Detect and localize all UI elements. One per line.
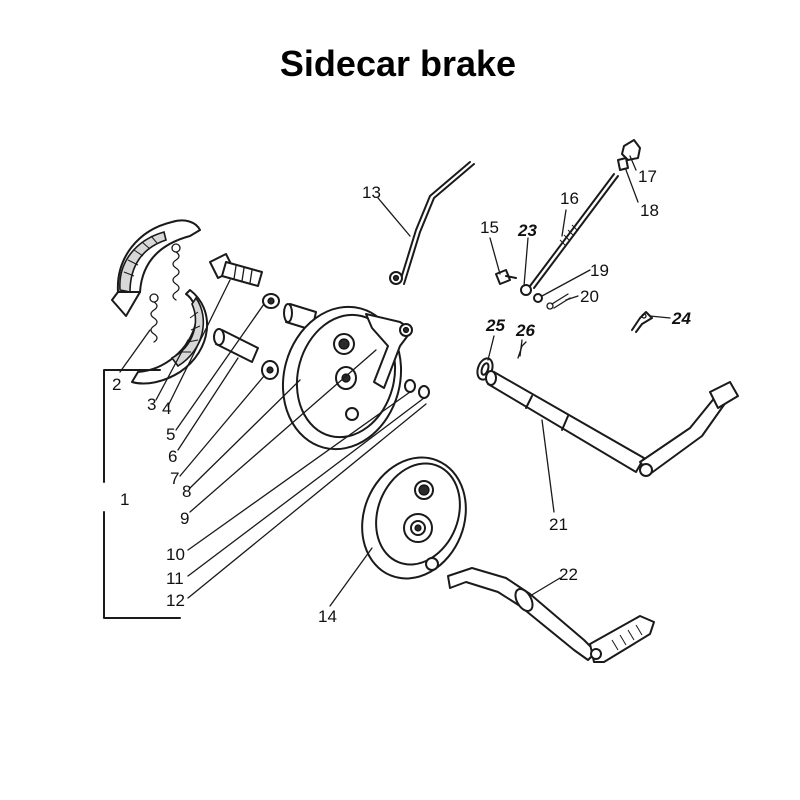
rod-end-18: [617, 157, 629, 171]
callout-7: 7: [170, 469, 179, 488]
return-spring-lower: [149, 293, 159, 343]
callout-9: 9: [180, 509, 189, 528]
callout-15: 15: [480, 218, 499, 237]
washer-19: [533, 293, 543, 303]
nut-11: [418, 385, 430, 399]
callout-2: 2: [112, 375, 121, 394]
callout-8: 8: [182, 482, 191, 501]
callout-labels: 1 2 3 4 5 6 7 8 9 10 11 12 13 14 15 16 1…: [112, 167, 691, 626]
brake-drum-cover: [361, 456, 467, 580]
pin-26: [517, 341, 527, 359]
cross-shaft: [485, 370, 739, 477]
cam-pin: [209, 253, 263, 287]
callout-5: 5: [166, 425, 175, 444]
nut-17: [621, 139, 641, 161]
spring-clip-24: [631, 311, 653, 333]
diagram-title: Sidecar brake: [280, 43, 516, 84]
callout-14: 14: [318, 607, 337, 626]
callout-18: 18: [640, 201, 659, 220]
callout-6: 6: [168, 447, 177, 466]
callout-20: 20: [580, 287, 599, 306]
nut-10: [404, 379, 416, 393]
callout-13: 13: [362, 183, 381, 202]
washer-5: [262, 293, 280, 309]
callout-10: 10: [166, 545, 185, 564]
callout-11: 11: [166, 569, 184, 588]
callout-26: 26: [515, 321, 535, 340]
adjusting-rod: [520, 173, 619, 296]
callout-21: 21: [549, 515, 568, 534]
callout-16: 16: [560, 189, 579, 208]
callout-1: 1: [120, 490, 129, 509]
expander-pin: [213, 328, 259, 363]
callout-23: 23: [517, 221, 537, 240]
cotter-pin-20: [546, 293, 571, 310]
callout-22: 22: [559, 565, 578, 584]
callout-4: 4: [162, 399, 171, 418]
callout-24: 24: [671, 309, 691, 328]
callout-12: 12: [166, 591, 185, 610]
callout-3: 3: [147, 395, 156, 414]
return-spring-upper: [171, 243, 181, 301]
callout-19: 19: [590, 261, 609, 280]
leader-lines: [119, 155, 671, 607]
brake-rod: [389, 161, 475, 285]
washer-8: [261, 360, 279, 380]
brake-shoe-upper: [111, 219, 201, 317]
callout-25: 25: [485, 316, 505, 335]
group-bracket-1: [103, 369, 181, 619]
callout-17: 17: [638, 167, 657, 186]
brake-pedal: [447, 567, 655, 663]
